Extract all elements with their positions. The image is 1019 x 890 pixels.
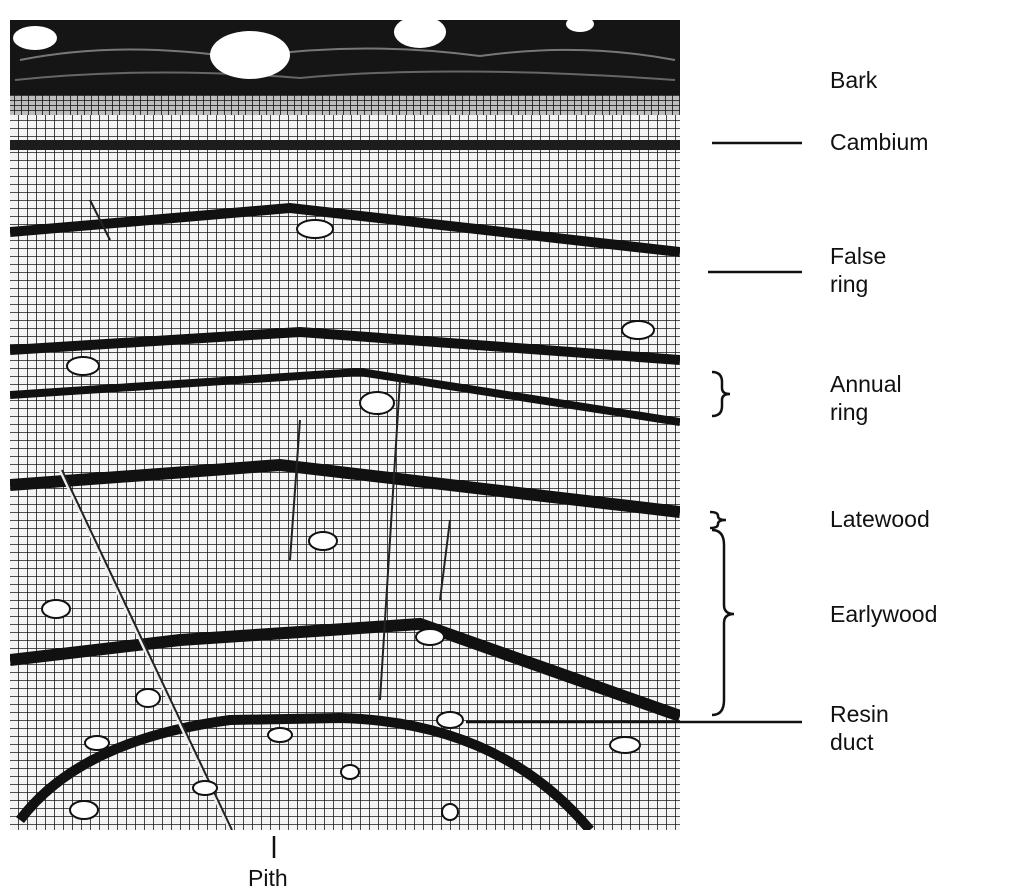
bark-label: Bark xyxy=(830,67,878,93)
ring-boundary-outer xyxy=(10,140,680,150)
bark-layer xyxy=(10,9,680,95)
cambium-layer xyxy=(10,95,680,115)
latewood-label: Latewood xyxy=(830,506,930,532)
false-ring-label-line2: ring xyxy=(830,271,868,297)
wood-section xyxy=(10,9,680,830)
earlywood-brace xyxy=(712,530,734,715)
cambium-label: Cambium xyxy=(830,129,928,155)
annual-ring-brace xyxy=(712,372,730,416)
pith-label: Pith xyxy=(248,865,288,890)
resin-duct-label-line1: Resin xyxy=(830,701,889,727)
latewood-brace xyxy=(710,512,726,528)
false-ring-label-line1: False xyxy=(830,243,886,269)
earlywood-label: Earlywood xyxy=(830,601,937,627)
resin-duct-label-line2: duct xyxy=(830,729,874,755)
annual-ring-label-line2: ring xyxy=(830,399,868,425)
annual-ring-label-line1: Annual xyxy=(830,371,902,397)
